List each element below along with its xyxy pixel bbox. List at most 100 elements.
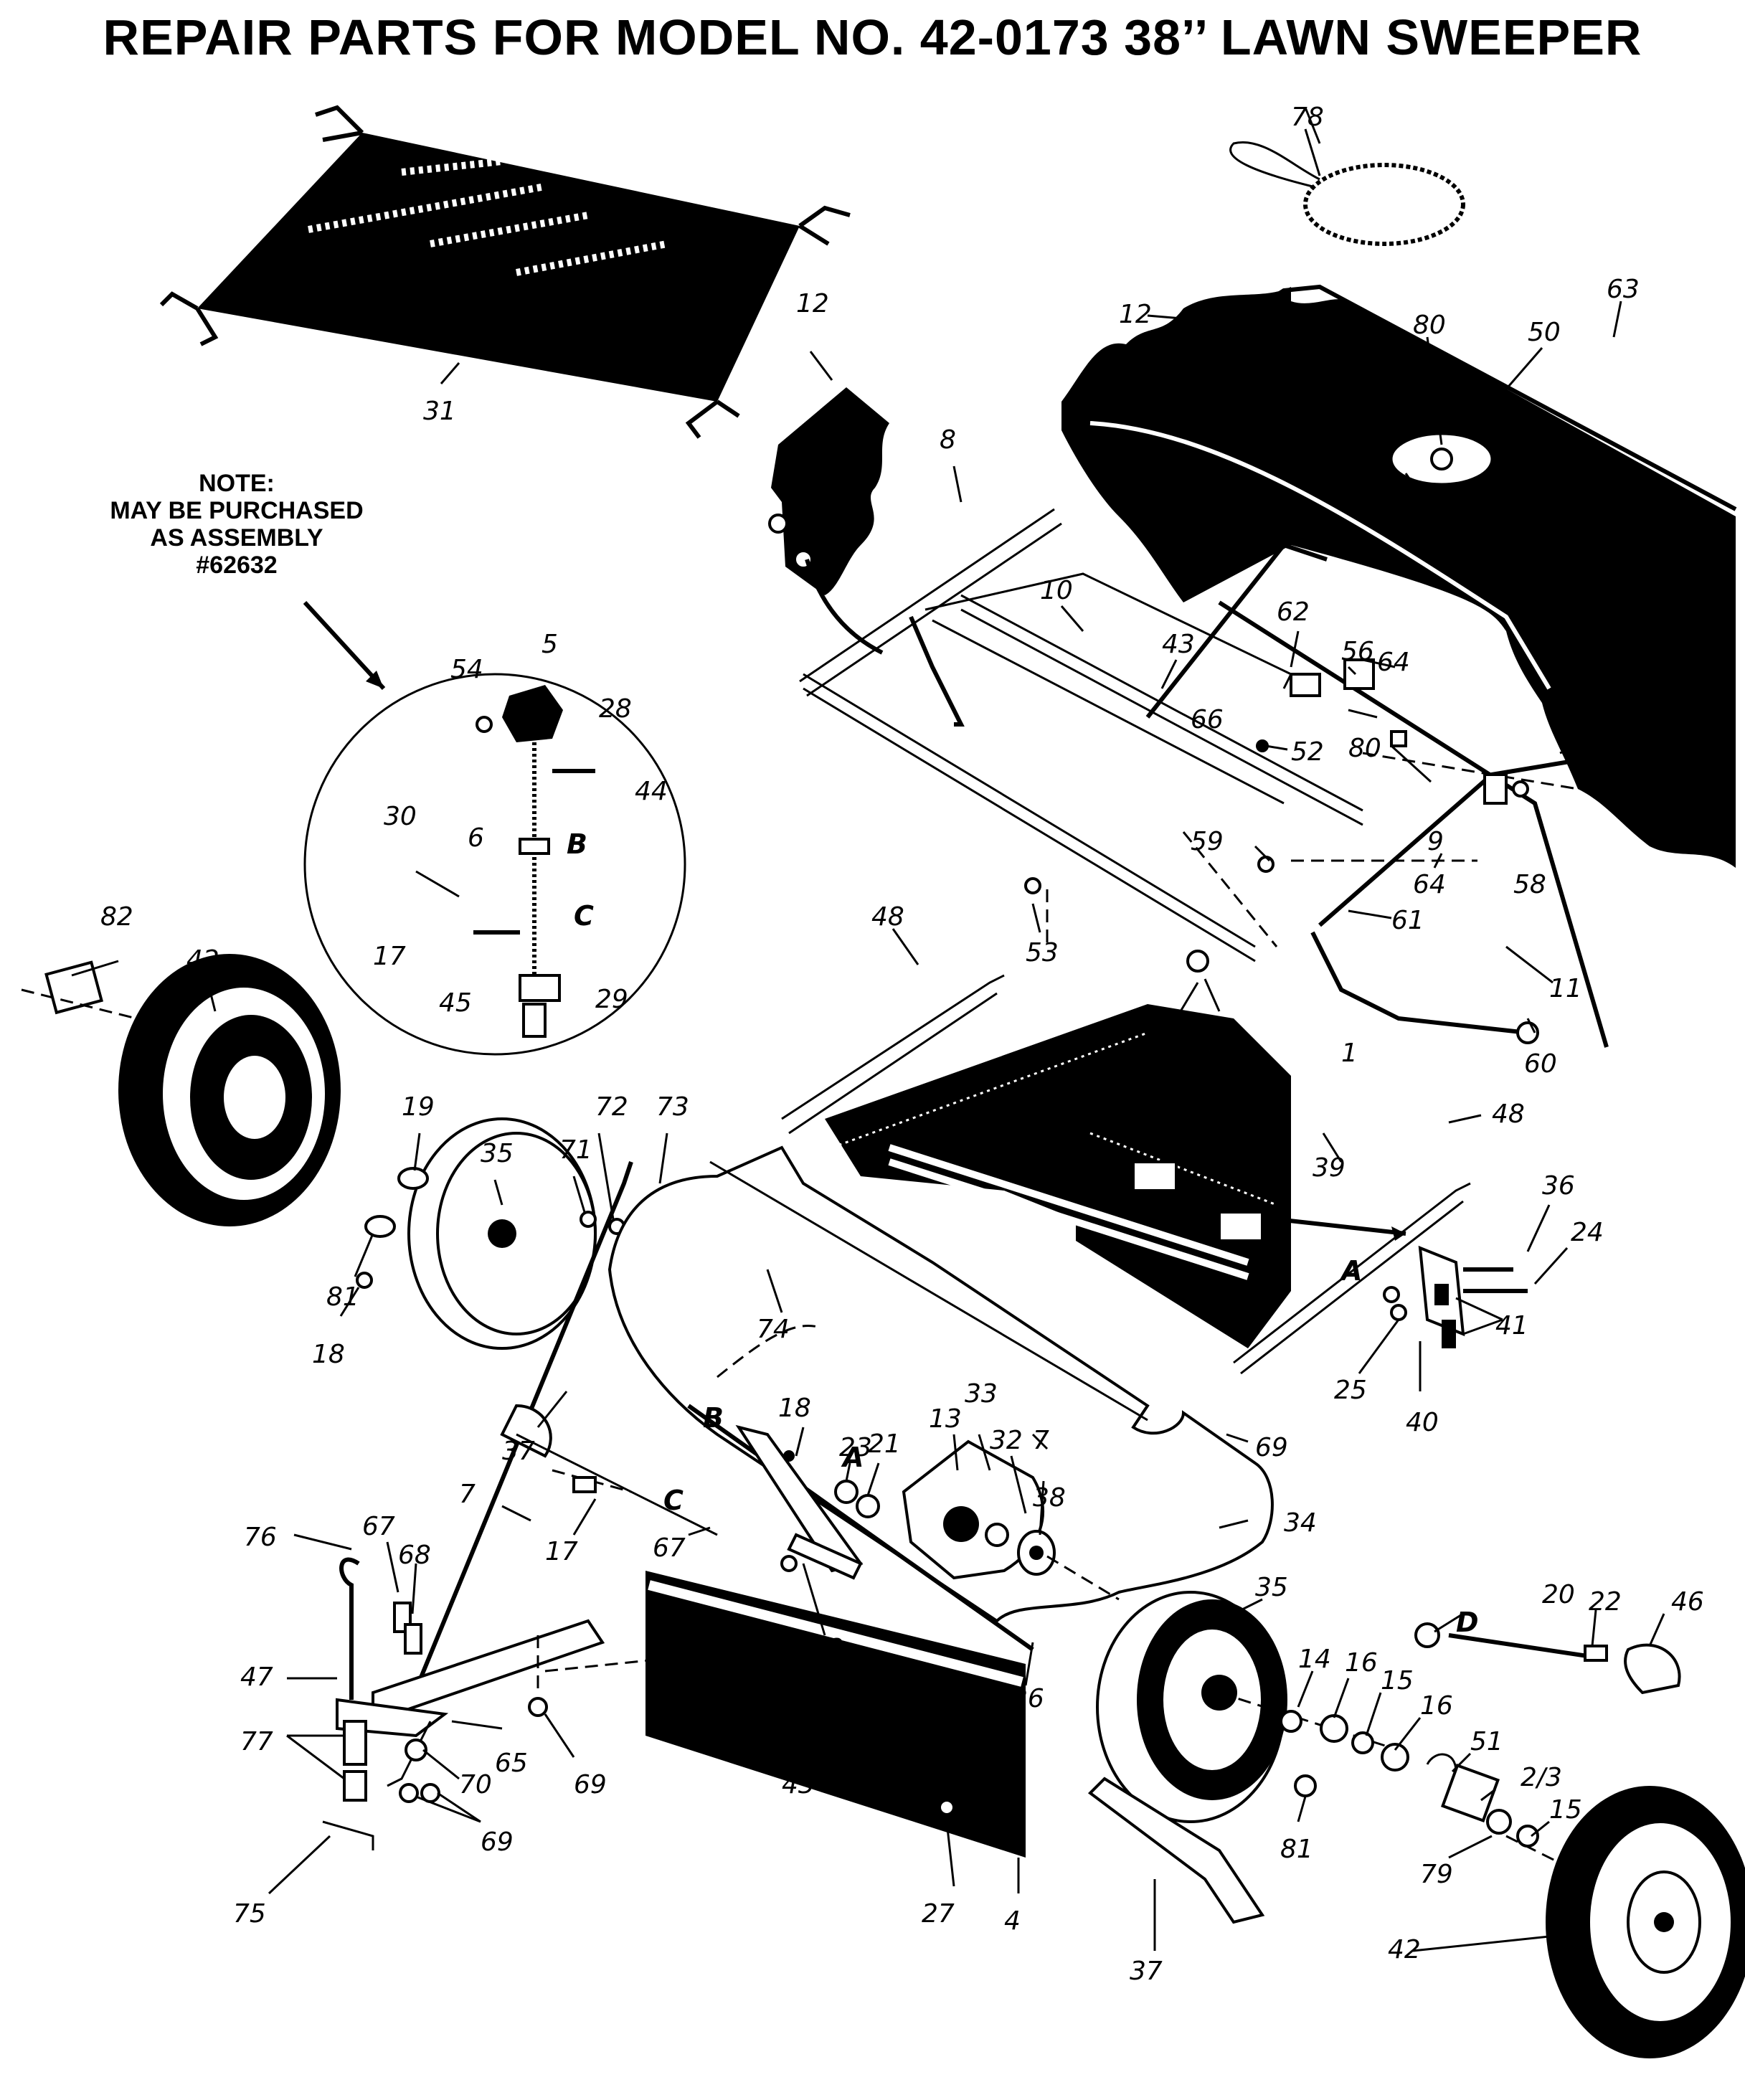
- letter-B-inset: B: [567, 828, 587, 860]
- callout-31: 31: [423, 397, 456, 426]
- callout-38: 38: [1033, 1483, 1066, 1513]
- callout-19: 19: [402, 1092, 435, 1122]
- callout-numbers: 78 12 12 63 80 50 31 8 10 62 56 64 43 66…: [100, 103, 1704, 1986]
- callout-2-3: 2/3: [1521, 1763, 1562, 1792]
- frame-bars: [799, 508, 1579, 1035]
- callout-24: 24: [1571, 1218, 1604, 1247]
- callout-52: 52: [1291, 737, 1324, 767]
- letter-markers: B C A B A C D L: [567, 828, 1735, 1997]
- grass-bag-part-31: [159, 105, 851, 439]
- callout-64-mid: 64: [1413, 870, 1446, 899]
- handle-bracket-left: [322, 1557, 754, 1850]
- callout-75: 75: [233, 1899, 266, 1929]
- callout-18-center: 18: [778, 1394, 811, 1423]
- rods-part-48: [781, 974, 1471, 1375]
- callout-12-hopper: 12: [1119, 300, 1152, 329]
- callout-47: 47: [240, 1662, 273, 1692]
- right-axle-hardware: [1280, 1622, 1681, 1848]
- callout-32: 32: [990, 1426, 1023, 1455]
- callout-81-left: 81: [326, 1282, 359, 1312]
- callout-29: 29: [595, 985, 628, 1014]
- callout-17-lower: 17: [545, 1537, 578, 1566]
- callout-69-right: 69: [1255, 1433, 1288, 1462]
- note-heading: NOTE:: [199, 470, 275, 497]
- main-housing-part-34: [607, 1145, 1274, 1652]
- callout-67-center: 67: [653, 1533, 686, 1563]
- callout-18-left: 18: [312, 1340, 345, 1369]
- callout-36: 36: [1542, 1171, 1575, 1201]
- callout-72: 72: [595, 1092, 628, 1122]
- callout-5: 5: [542, 630, 558, 659]
- callout-60: 60: [1524, 1049, 1557, 1079]
- callout-49: 49: [1162, 1010, 1195, 1039]
- callout-27: 27: [922, 1899, 955, 1929]
- callout-51: 51: [1470, 1727, 1503, 1756]
- callout-42-right: 42: [1388, 1935, 1421, 1964]
- callout-37-left: 37: [502, 1437, 535, 1466]
- note-line-2: AS ASSEMBLY: [150, 524, 323, 552]
- callout-8: 8: [940, 425, 956, 455]
- callout-39: 39: [1313, 1153, 1346, 1183]
- callout-65: 65: [495, 1749, 528, 1778]
- left-hub-part-35: [356, 1117, 754, 1350]
- callout-69-lower: 69: [574, 1770, 607, 1799]
- callout-43-top: 43: [1162, 630, 1195, 659]
- callout-1: 1: [1341, 1039, 1358, 1068]
- callout-55: 55: [1585, 716, 1618, 745]
- callout-79: 79: [1420, 1860, 1453, 1889]
- callout-44: 44: [635, 777, 668, 806]
- callout-62: 62: [1277, 597, 1310, 627]
- callout-23: 23: [839, 1433, 872, 1462]
- callout-63: 63: [1607, 275, 1640, 304]
- callout-48-left: 48: [871, 902, 904, 932]
- callout-48-right: 48: [1492, 1099, 1525, 1129]
- callout-53: 53: [1026, 938, 1059, 968]
- callout-78: 78: [1291, 103, 1324, 132]
- callout-35-right: 35: [1255, 1573, 1288, 1602]
- callout-58: 58: [1513, 870, 1546, 899]
- callout-43-flap: 43: [782, 1770, 815, 1799]
- rubber-flap-part-43: [645, 1571, 1026, 1858]
- callout-73: 73: [656, 1092, 689, 1122]
- callout-61: 61: [1391, 906, 1424, 935]
- callout-17-inset: 17: [373, 942, 406, 971]
- callout-69-bottom: 69: [481, 1827, 514, 1857]
- callout-81-right: 81: [1280, 1835, 1313, 1864]
- callout-25: 25: [1334, 1376, 1367, 1405]
- callout-leader-lines: [71, 107, 1665, 1952]
- callout-56: 56: [1341, 637, 1374, 666]
- callout-18-lower: 18: [810, 1634, 843, 1663]
- callout-16-lower: 16: [1420, 1691, 1453, 1721]
- callout-37-lower: 37: [1130, 1957, 1163, 1986]
- callout-64-top: 64: [1377, 648, 1410, 677]
- callout-9: 9: [1427, 827, 1444, 856]
- callout-21: 21: [868, 1429, 901, 1459]
- left-wheel-part-42: [21, 954, 341, 1226]
- letter-D: D: [1456, 1607, 1479, 1638]
- letter-B-housing: B: [703, 1402, 724, 1434]
- letter-L: L: [1718, 1965, 1735, 1997]
- callout-54: 54: [450, 655, 483, 684]
- callout-22: 22: [1589, 1587, 1622, 1617]
- callout-80-top: 80: [1413, 311, 1446, 340]
- axle-assembly: [902, 1439, 1120, 1601]
- callout-57: 57: [1205, 1031, 1238, 1061]
- callout-34: 34: [1284, 1508, 1317, 1538]
- hopper-part-12: [1061, 284, 1737, 1048]
- callout-82: 82: [100, 902, 133, 932]
- callout-76: 76: [244, 1523, 277, 1552]
- callout-41: 41: [1495, 1311, 1528, 1340]
- callout-66: 66: [1191, 705, 1224, 734]
- callout-20: 20: [1542, 1580, 1575, 1609]
- callout-4: 4: [1004, 1906, 1021, 1936]
- callout-30: 30: [384, 802, 417, 831]
- callout-46: 46: [1671, 1587, 1704, 1617]
- callout-80-mid: 80: [1348, 734, 1381, 763]
- handle-left-part-7: [407, 1161, 718, 1708]
- letter-C-inset: C: [574, 900, 594, 932]
- callout-67-left: 67: [362, 1512, 395, 1541]
- callout-7-center: 7: [1033, 1426, 1049, 1455]
- note-line-1: MAY BE PURCHASED: [110, 497, 364, 524]
